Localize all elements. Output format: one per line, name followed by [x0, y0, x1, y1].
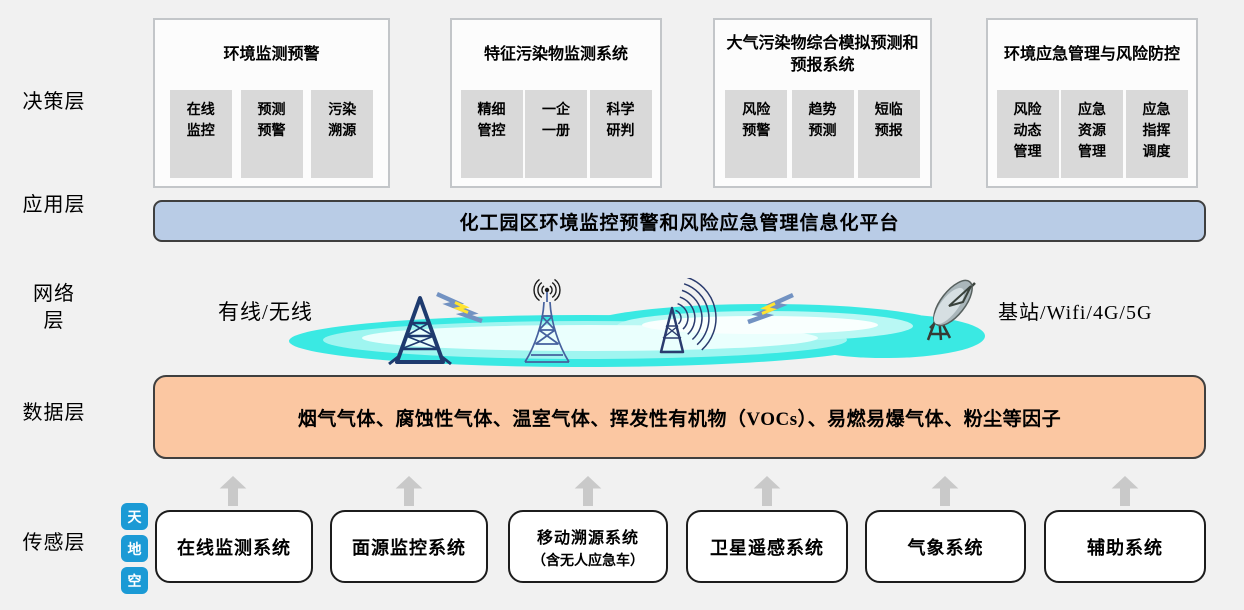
decision-group-monitoring: 环境监测预警 在线 监控 预测 预警 污染 溯源 [153, 18, 390, 188]
lightning-icon [436, 291, 483, 324]
system-label: 面源监控系统 [352, 537, 466, 558]
group-title: 环境监测预警 [223, 46, 320, 63]
group-subitem: 风险 预警 [725, 90, 788, 178]
layer-label-network: 网络 层 [33, 283, 75, 332]
satellite-dish-icon [926, 279, 976, 341]
system-label: 在线监测系统 [177, 537, 291, 558]
up-arrow-icon [1111, 476, 1139, 506]
system-label: 辅助系统 [1087, 537, 1163, 558]
badge-air: 空 [121, 567, 148, 594]
signal-tower-icon [659, 278, 717, 354]
system-label: 气象系统 [907, 537, 984, 558]
group-subitem: 在线 监控 [169, 90, 232, 178]
system-sublabel: （含无人应急车） [532, 553, 644, 569]
sensing-system-box: 气象系统 [865, 510, 1026, 583]
group-subitem: 一企 一册 [525, 90, 587, 178]
badge-ground: 地 [121, 535, 148, 562]
wired-wireless-label: 有线/无线 [218, 300, 313, 324]
group-subitem: 预测 预警 [240, 90, 303, 178]
layer-label-application: 应用层 [22, 194, 86, 216]
group-subitem: 科学 研判 [589, 90, 652, 178]
group-subrow: 风险 预警 趋势 预测 短临 预报 [715, 90, 930, 186]
sensing-system-box: 辅助系统 [1044, 510, 1206, 583]
lattice-tower-icon [388, 296, 452, 366]
group-subitem: 短临 预报 [857, 90, 920, 178]
sensing-system-box: 卫星遥感系统 [686, 510, 848, 583]
system-label: 卫星遥感系统 [710, 537, 824, 558]
group-subitem: 应急 指挥 调度 [1125, 90, 1188, 178]
up-arrow-icon [931, 476, 959, 506]
lightning-icon [747, 292, 794, 325]
system-label: 移动溯源系统 [536, 529, 639, 547]
sensing-system-box: 面源监控系统 [330, 510, 488, 583]
group-subrow: 精细 管控 一企 一册 科学 研判 [452, 90, 660, 186]
cloud-shape [289, 304, 985, 367]
network-graphic [289, 278, 985, 367]
group-subrow: 风险 动态 管理 应急 资源 管理 应急 指挥 调度 [988, 90, 1196, 186]
up-arrow-icon [219, 476, 247, 506]
data-factors-bar: 烟气气体、腐蚀性气体、温室气体、挥发性有机物（VOCs）、易燃易爆气体、粉尘等因… [153, 375, 1206, 459]
up-arrow-icon [574, 476, 602, 506]
group-subitem: 应急 资源 管理 [1061, 90, 1123, 178]
basestation-label: 基站/Wifi/4G/5G [998, 302, 1153, 324]
group-subitem: 趋势 预测 [791, 90, 854, 178]
group-subitem: 污染 溯源 [311, 90, 374, 178]
group-subitem: 风险 动态 管理 [996, 90, 1059, 178]
sensing-system-box: 移动溯源系统 （含无人应急车） [508, 510, 668, 583]
antenna-tower-icon [524, 278, 570, 363]
decision-group-emergency: 环境应急管理与风险防控 风险 动态 管理 应急 资源 管理 应急 指挥 调度 [986, 18, 1198, 188]
badge-sky: 天 [121, 503, 148, 530]
group-subitem: 精细 管控 [460, 90, 523, 178]
sensing-system-box: 在线监测系统 [155, 510, 313, 583]
application-platform-bar: 化工园区环境监控预警和风险应急管理信息化平台 [153, 200, 1206, 242]
layer-label-decision: 决策层 [22, 91, 86, 113]
up-arrow-icon [395, 476, 423, 506]
layer-label-data: 数据层 [22, 402, 86, 424]
decision-group-simulation: 大气污染物综合模拟预测和预报系统 风险 预警 趋势 预测 短临 预报 [713, 18, 932, 188]
decision-group-pollutant: 特征污染物监测系统 精细 管控 一企 一册 科学 研判 [450, 18, 662, 188]
up-arrow-icon [753, 476, 781, 506]
group-subrow: 在线 监控 预测 预警 污染 溯源 [155, 90, 388, 186]
group-title: 环境应急管理与风险防控 [1003, 46, 1180, 63]
group-title: 特征污染物监测系统 [483, 46, 628, 63]
group-title: 大气污染物综合模拟预测和预报系统 [726, 35, 919, 74]
layer-label-sensing: 传感层 [22, 532, 86, 554]
